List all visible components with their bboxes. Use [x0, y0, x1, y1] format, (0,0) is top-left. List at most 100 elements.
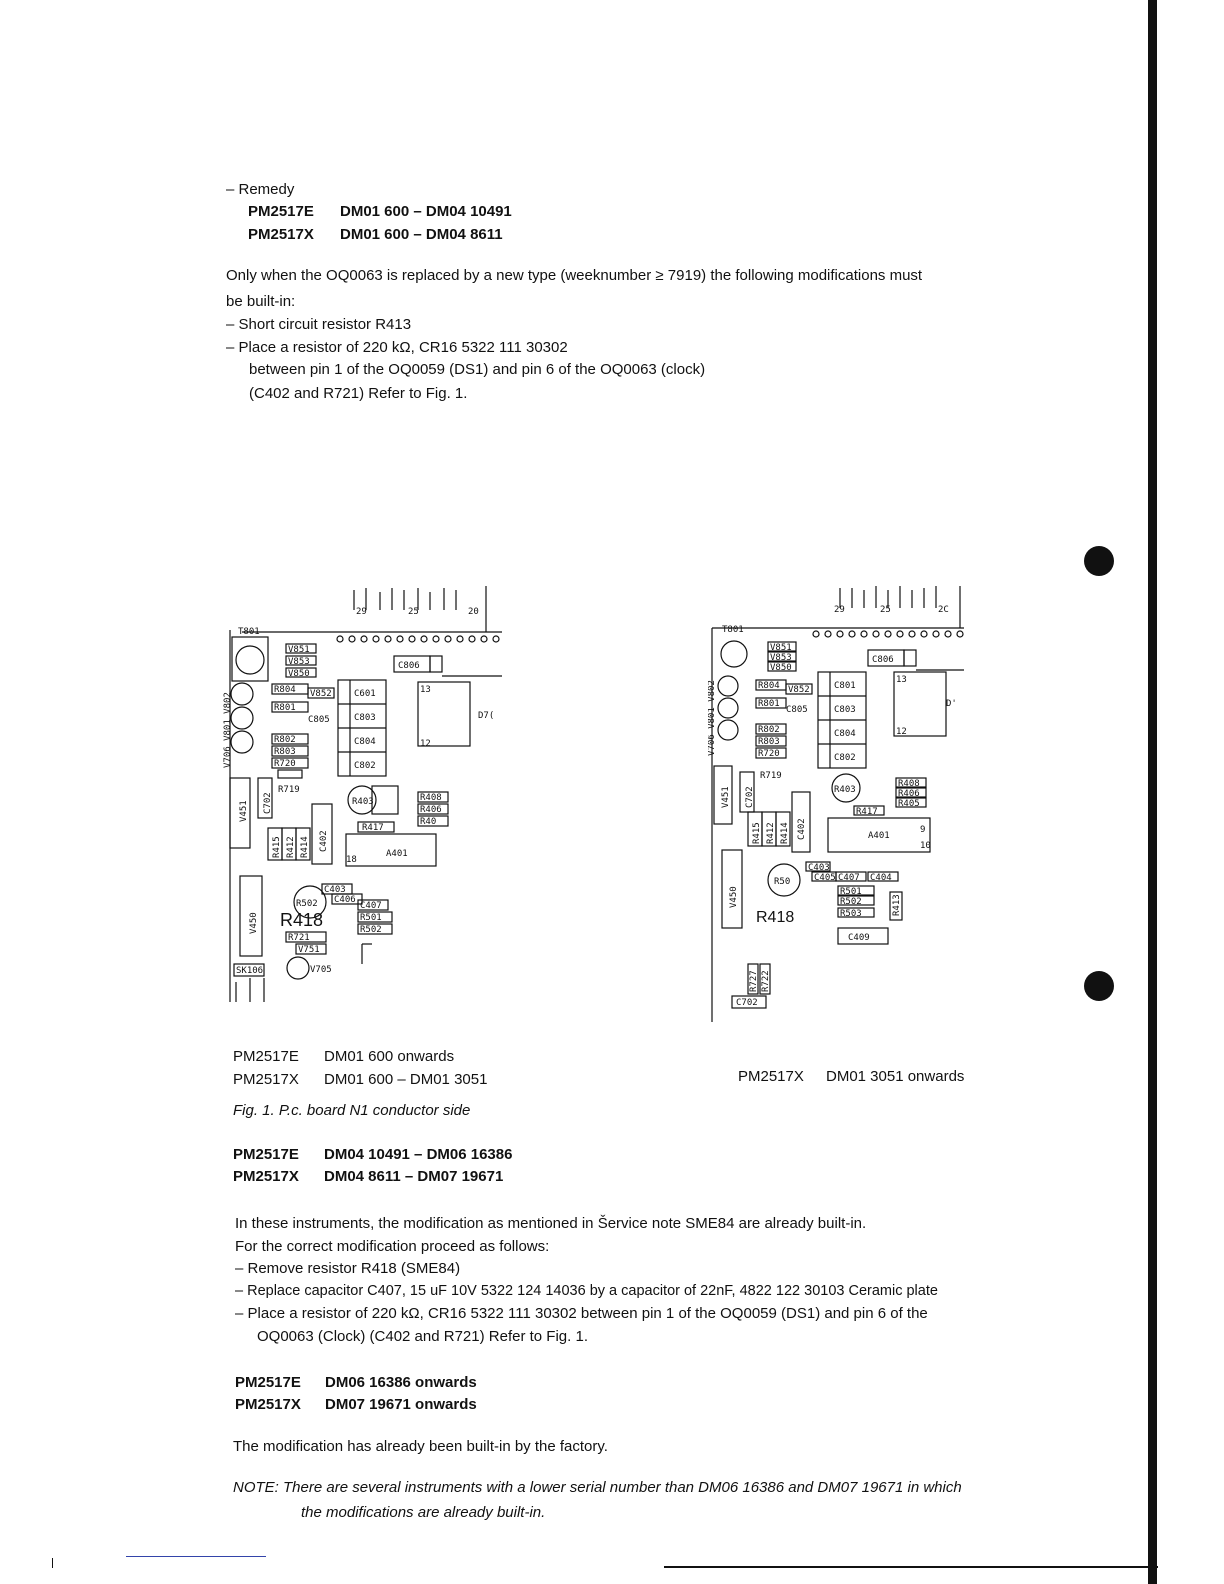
- svg-text:V850: V850: [288, 669, 310, 679]
- svg-text:R412: R412: [766, 822, 776, 844]
- svg-text:C805: C805: [308, 715, 330, 725]
- section2-bullet-1: – Remove resistor R418 (SME84): [235, 1260, 461, 1277]
- svg-text:V852: V852: [310, 689, 332, 699]
- svg-text:R412: R412: [286, 836, 296, 858]
- svg-text:C403: C403: [808, 863, 830, 873]
- section2-model-1: PM2517E: [233, 1146, 299, 1163]
- svg-text:R502: R502: [360, 925, 382, 935]
- svg-text:SK106: SK106: [236, 966, 263, 976]
- svg-text:C702: C702: [263, 792, 273, 814]
- svg-text:C409: C409: [848, 933, 870, 943]
- svg-text:R720: R720: [758, 749, 780, 759]
- caption-left-model-1: PM2517E: [233, 1048, 299, 1065]
- section2-para-2: For the correct modification proceed as …: [235, 1238, 550, 1255]
- svg-text:R50: R50: [774, 877, 790, 887]
- footer-rule-left: [126, 1556, 266, 1557]
- svg-text:12: 12: [420, 739, 431, 749]
- svg-text:C805: C805: [786, 705, 808, 715]
- svg-text:V706 V801 V802: V706 V801 V802: [708, 680, 717, 756]
- svg-text:V450: V450: [249, 912, 259, 934]
- footer-rule-right: [664, 1566, 1158, 1568]
- svg-text:13: 13: [896, 675, 907, 685]
- section2-range-1: DM04 10491 – DM06 16386: [324, 1146, 513, 1163]
- svg-text:25: 25: [880, 605, 891, 615]
- svg-text:R502: R502: [296, 899, 318, 909]
- svg-text:R40: R40: [420, 817, 436, 827]
- svg-text:R417: R417: [362, 823, 384, 833]
- svg-text:R417: R417: [856, 807, 878, 817]
- svg-text:R803: R803: [758, 737, 780, 747]
- svg-text:R803: R803: [274, 747, 296, 757]
- svg-text:R720: R720: [274, 759, 296, 769]
- svg-text:R804: R804: [758, 681, 780, 691]
- svg-text:R801: R801: [758, 699, 780, 709]
- remedy-model-2: PM2517X: [248, 226, 314, 243]
- section3-range-2: DM07 19671 onwards: [325, 1396, 477, 1413]
- intro-bullet-1: – Short circuit resistor R413: [226, 316, 412, 333]
- svg-text:V852: V852: [788, 685, 810, 695]
- svg-text:C402: C402: [319, 830, 329, 852]
- section2-bullet-3b: OQ0063 (Clock) (C402 and R721) Refer to …: [257, 1328, 588, 1345]
- svg-text:R802: R802: [274, 735, 296, 745]
- caption-left-line-1: PM2517E DM01 600 onwards: [233, 1046, 454, 1068]
- svg-text:R501: R501: [840, 887, 862, 897]
- caption-right-model: PM2517X: [738, 1068, 804, 1085]
- svg-text:C404: C404: [870, 873, 892, 883]
- svg-text:12: 12: [896, 727, 907, 737]
- svg-text:R722: R722: [761, 970, 771, 992]
- svg-text:C804: C804: [354, 737, 376, 747]
- svg-text:A401: A401: [868, 831, 890, 841]
- svg-text:R801: R801: [274, 703, 296, 713]
- svg-text:C601: C601: [354, 689, 376, 699]
- remedy-range-1: DM01 600 – DM04 10491: [340, 203, 512, 220]
- note-line-2: the modifications are already built-in.: [301, 1504, 546, 1521]
- section3-range-1: DM06 16386 onwards: [325, 1374, 477, 1391]
- svg-text:C804: C804: [834, 729, 856, 739]
- svg-text:R414: R414: [300, 836, 310, 858]
- svg-text:C403: C403: [324, 885, 346, 895]
- remedy-heading: – Remedy: [226, 181, 295, 198]
- section2-model-2: PM2517X: [233, 1168, 299, 1185]
- svg-text:V705: V705: [310, 965, 332, 975]
- punch-hole-bottom: [1084, 971, 1114, 1001]
- caption-left-range-1: DM01 600 onwards: [324, 1048, 455, 1065]
- punch-hole-top: [1084, 546, 1114, 576]
- svg-text:9: 9: [920, 825, 925, 835]
- svg-text:C406: C406: [334, 895, 356, 905]
- svg-text:R406: R406: [420, 805, 442, 815]
- section2-para-1: In these instruments, the modification a…: [235, 1215, 867, 1232]
- intro-bullet-2b: between pin 1 of the OQ0059 (DS1) and pi…: [249, 361, 706, 378]
- svg-text:R415: R415: [272, 836, 282, 858]
- svg-text:C803: C803: [354, 713, 376, 723]
- svg-text:V451: V451: [239, 800, 249, 822]
- note-line-1: NOTE: There are several instruments with…: [233, 1479, 962, 1496]
- scan-edge-bar: [1148, 0, 1157, 1584]
- svg-text:R415: R415: [752, 822, 762, 844]
- svg-text:V751: V751: [298, 945, 320, 955]
- svg-text:R403: R403: [834, 785, 856, 795]
- svg-text:D': D': [946, 699, 957, 709]
- svg-text:T801: T801: [722, 625, 744, 635]
- svg-text:D7(: D7(: [478, 711, 494, 721]
- svg-text:R408: R408: [420, 793, 442, 803]
- svg-text:R721: R721: [288, 933, 310, 943]
- svg-text:R406: R406: [898, 789, 920, 799]
- svg-text:R802: R802: [758, 725, 780, 735]
- svg-text:C702: C702: [736, 998, 758, 1008]
- intro-line-1: Only when the OQ0063 is replaced by a ne…: [226, 267, 923, 284]
- caption-left-model-2: PM2517X: [233, 1071, 299, 1088]
- svg-text:C802: C802: [354, 761, 376, 771]
- svg-text:V706 V801 V802: V706 V801 V802: [223, 692, 233, 768]
- svg-text:V853: V853: [770, 653, 792, 663]
- svg-text:13: 13: [420, 685, 431, 695]
- svg-text:R414: R414: [780, 822, 790, 844]
- figure-title: Fig. 1. P.c. board N1 conductor side: [233, 1102, 471, 1119]
- section3-para: The modification has already been built-…: [233, 1438, 608, 1455]
- svg-text:V851: V851: [288, 645, 310, 655]
